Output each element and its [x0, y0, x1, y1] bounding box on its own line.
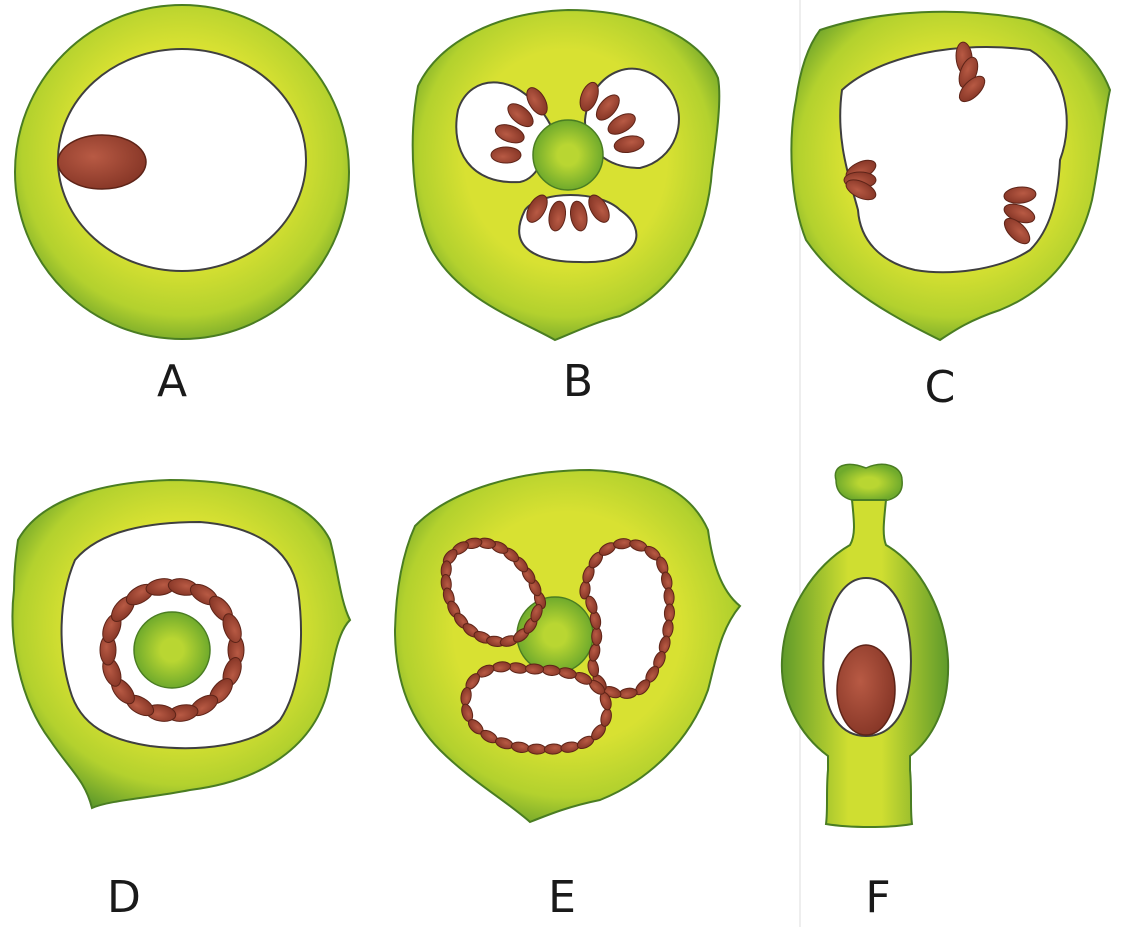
- panel-label-c: C: [925, 366, 956, 410]
- locule-cavity: [840, 47, 1067, 272]
- ovule: [592, 627, 602, 645]
- stigma: [835, 464, 902, 501]
- ovule: [491, 147, 521, 163]
- panel-label-d: D: [107, 876, 141, 920]
- central-axis: [533, 120, 603, 190]
- panel-b-section: [413, 10, 720, 340]
- central-axis: [134, 612, 210, 688]
- panel-label-f: F: [865, 876, 890, 920]
- panel-label-e: E: [548, 876, 576, 920]
- ovule: [58, 135, 146, 189]
- ovule: [837, 645, 895, 735]
- panel-d-section: [13, 480, 351, 808]
- panel-a-section: [15, 5, 349, 339]
- panel-label-a: A: [157, 360, 187, 404]
- panel-f-section: [782, 464, 948, 827]
- panel-label-b: B: [563, 360, 593, 404]
- panel-c-section: [791, 12, 1110, 340]
- ovule: [664, 604, 675, 622]
- panel-e-section: [395, 470, 740, 822]
- ovule: [528, 744, 546, 755]
